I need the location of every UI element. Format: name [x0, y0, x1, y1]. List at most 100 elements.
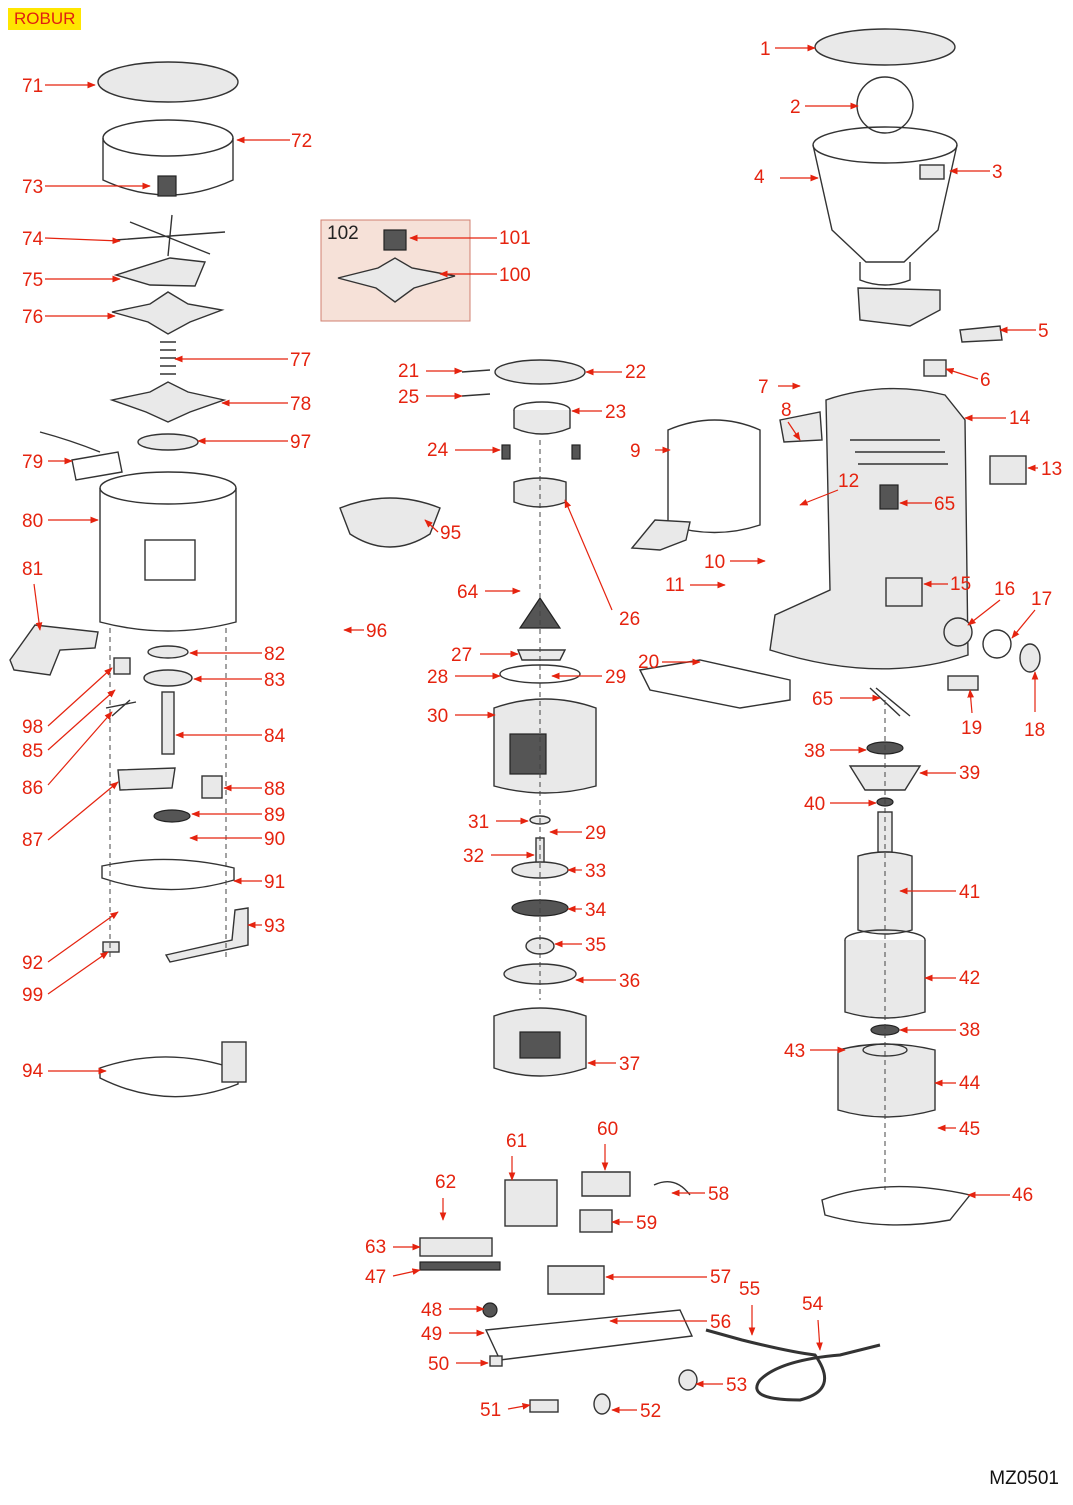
part-87-bracket: [117, 767, 176, 791]
part-77-spring: [160, 341, 176, 375]
part-label-76: 76: [22, 307, 43, 328]
part-label-16: 16: [994, 579, 1015, 600]
part-label-55: 55: [739, 1279, 760, 1300]
left-assembly: [9, 61, 249, 1098]
part-44-housing: [837, 1043, 936, 1118]
part-22-burr-ring: [494, 359, 586, 385]
part-label-57: 57: [710, 1267, 731, 1288]
part-label-29a: 29: [605, 667, 626, 688]
part-label-24: 24: [427, 440, 449, 461]
part-label-100: 100: [499, 265, 531, 286]
leader-54: [816, 1319, 823, 1351]
part-98-bushing: [113, 657, 131, 675]
part-label-95: 95: [440, 523, 461, 544]
part-label-51: 51: [480, 1400, 501, 1421]
part-8-bracket: [779, 411, 823, 443]
part-label-74: 74: [22, 229, 44, 250]
part-label-80: 80: [22, 511, 43, 532]
part-58-clamp: [653, 1181, 691, 1196]
leader-17: [1011, 609, 1036, 639]
part-78-star: [109, 381, 227, 423]
part-label-58: 58: [708, 1184, 729, 1205]
brand-badge: ROBUR: [8, 8, 82, 30]
part-93-lever: [164, 907, 249, 963]
part-label-32: 32: [463, 846, 484, 867]
part-label-14: 14: [1009, 408, 1031, 429]
part-labels: 7172737475767778798081828384858687888990…: [22, 39, 1062, 1422]
part-76-star: [111, 291, 225, 335]
part-label-46: 46: [1012, 1185, 1033, 1206]
part-48-grommet: [482, 1302, 498, 1318]
electrics-assembly: [419, 1171, 881, 1415]
part-4-neck: [859, 262, 911, 286]
part-26-burr: [513, 477, 567, 508]
leader-87: [47, 781, 119, 841]
part-14-body: [769, 387, 969, 670]
part-label-35: 35: [585, 935, 606, 956]
part-80-cylinder: [99, 488, 237, 632]
part-6-bracket: [923, 359, 947, 377]
leader-19: [967, 689, 975, 714]
part-label-6: 6: [980, 370, 991, 391]
part-100-star: [337, 257, 456, 303]
part-label-96: 96: [366, 621, 387, 642]
part-label-22: 22: [625, 362, 646, 383]
part-17-disc: [982, 629, 1012, 659]
part-label-27: 27: [451, 645, 472, 666]
part-30-face: [509, 733, 547, 775]
part-label-94: 94: [22, 1061, 44, 1082]
part-label-72: 72: [291, 131, 312, 152]
leader-26: [564, 499, 613, 611]
part-47-strip: [419, 1261, 501, 1271]
part-label-86: 86: [22, 778, 43, 799]
part-53-clamp: [678, 1369, 698, 1391]
part-86-clip: [105, 699, 137, 717]
part-label-65a: 65: [934, 494, 955, 515]
part-84-screw: [161, 691, 175, 755]
part-label-31: 31: [468, 812, 489, 833]
part-label-82: 82: [264, 644, 285, 665]
part-61-contactor: [504, 1179, 558, 1227]
grinder-body: [630, 28, 1041, 717]
part-97-washer: [137, 433, 199, 451]
part-label-52: 52: [640, 1401, 661, 1422]
part-label-101: 101: [499, 228, 531, 249]
part-59-relay: [579, 1209, 613, 1233]
part-80-window: [144, 539, 196, 581]
part-13-plate: [989, 455, 1027, 485]
center-assembly: [461, 359, 597, 1077]
part-88-box: [201, 775, 223, 799]
part-label-71: 71: [22, 76, 43, 97]
part-94-lever: [221, 1041, 247, 1083]
part-label-54: 54: [802, 1294, 824, 1315]
part-27-blade: [516, 649, 567, 661]
body-vents: [850, 439, 948, 465]
part-label-33: 33: [585, 861, 606, 882]
part-label-13: 13: [1041, 459, 1062, 480]
part-9-dose-chamber: [667, 419, 761, 534]
leader-6: [945, 368, 979, 380]
part-label-36: 36: [619, 971, 640, 992]
part-15-label: [885, 577, 923, 607]
part-101-nut: [383, 229, 407, 251]
leader-81: [33, 583, 43, 631]
leader-16: [967, 599, 1001, 626]
part-label-29b: 29: [585, 823, 606, 844]
part-54-power-cord: [705, 1328, 881, 1402]
leader-8: [787, 421, 801, 441]
part-label-25: 25: [398, 387, 419, 408]
part-19-label: [947, 675, 979, 691]
part-label-97: 97: [290, 432, 311, 453]
part-label-79: 79: [22, 452, 43, 473]
part-75-plate: [113, 257, 207, 287]
part-79-switch: [71, 451, 123, 481]
part-51-clip: [529, 1399, 559, 1413]
part-3-caution-label: [919, 164, 945, 180]
part-80-top: [99, 471, 237, 505]
part-label-38a: 38: [804, 741, 825, 762]
part-label-50: 50: [428, 1354, 449, 1375]
hopper-collar: [857, 287, 941, 327]
part-81-spout: [9, 624, 99, 676]
part-5-plate: [959, 325, 1003, 343]
